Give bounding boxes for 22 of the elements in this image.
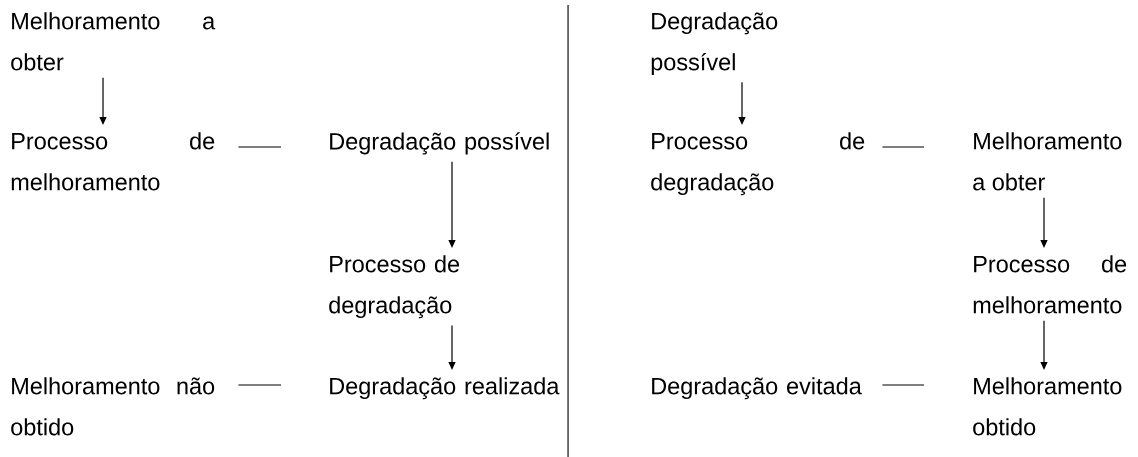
text-label: Melhoramento a obter xyxy=(11,12,216,71)
text-label: Degradação evitada xyxy=(652,377,862,400)
text-label: Processo de melhoramento xyxy=(11,132,215,191)
text-label: Degradação possível xyxy=(330,132,549,155)
arrow xyxy=(99,77,107,125)
arrow xyxy=(1040,197,1048,248)
arrow xyxy=(738,81,746,125)
text-label: Degradação realizada xyxy=(330,377,560,400)
arrow xyxy=(448,324,456,370)
text-label: Degradação possível xyxy=(651,12,778,76)
text-label: Processo de degradação xyxy=(329,255,460,319)
connector-line xyxy=(237,384,282,386)
text-label: Melhoramento obtido xyxy=(973,377,1122,436)
text-label: Processo de melhoramento xyxy=(973,255,1127,314)
connector-line xyxy=(881,384,925,386)
text-label: Melhoramento a obter xyxy=(973,132,1122,191)
text-label: Processo de degradação xyxy=(651,132,865,196)
arrow xyxy=(1040,320,1048,370)
connector-line xyxy=(881,146,925,148)
connector-line xyxy=(237,146,282,148)
text-label: Melhoramento não obtido xyxy=(11,377,215,436)
arrow xyxy=(448,161,456,248)
